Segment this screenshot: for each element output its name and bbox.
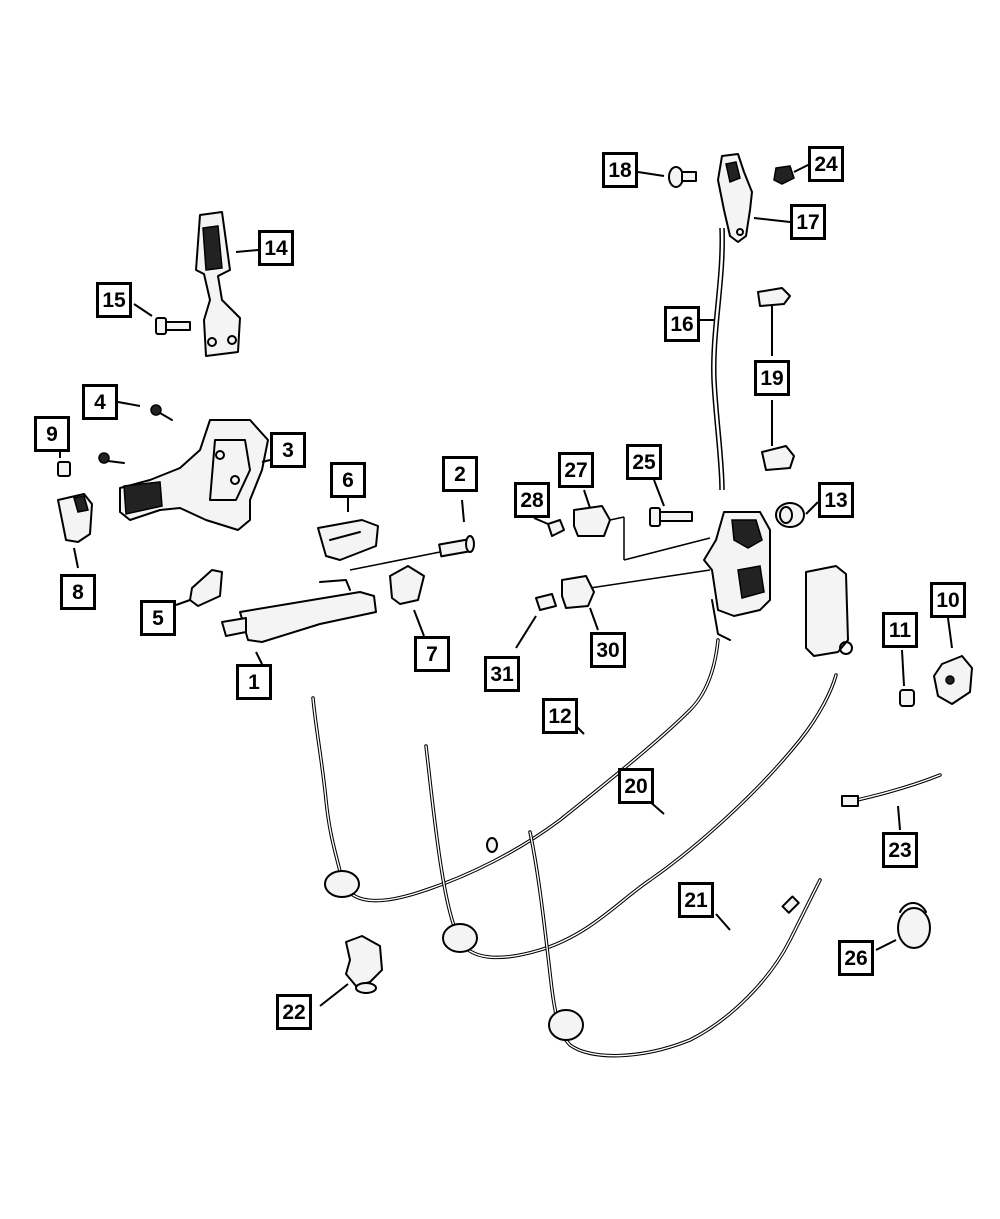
part-13-grommet xyxy=(775,502,805,528)
part-9-clip xyxy=(57,461,71,477)
callout-31: 31 xyxy=(484,656,520,692)
part-19-clip-top xyxy=(757,287,791,307)
part-18-bolt xyxy=(668,166,697,188)
callout-17: 17 xyxy=(790,204,826,240)
callout-20: 20 xyxy=(618,768,654,804)
callout-12: 12 xyxy=(542,698,578,734)
part-5-gasket xyxy=(189,569,223,607)
callout-6: 6 xyxy=(330,462,366,498)
part-10-striker xyxy=(933,655,973,705)
part-2-pin xyxy=(349,535,475,571)
callout-28: 28 xyxy=(514,482,550,518)
cable-21 xyxy=(528,830,822,1058)
callout-19: 19 xyxy=(754,360,790,396)
cable-12 xyxy=(311,638,720,903)
callout-30: 30 xyxy=(590,632,626,668)
part-7-end-cap xyxy=(389,565,425,605)
callout-15: 15 xyxy=(96,282,132,318)
part-6-cover xyxy=(317,519,379,561)
part-15-bolt xyxy=(155,317,191,335)
callout-16: 16 xyxy=(664,306,700,342)
callout-24: 24 xyxy=(808,146,844,182)
callout-23: 23 xyxy=(882,832,918,868)
callout-27: 27 xyxy=(558,452,594,488)
callout-11: 11 xyxy=(882,612,918,648)
part-3-handle-carrier xyxy=(119,419,269,531)
callout-14: 14 xyxy=(258,230,294,266)
latch-assembly xyxy=(703,511,771,641)
switch-module xyxy=(805,565,853,657)
callout-5: 5 xyxy=(140,600,176,636)
part-19-clip-bottom xyxy=(761,445,795,471)
callout-18: 18 xyxy=(602,152,638,188)
rod-16 xyxy=(711,227,725,491)
callout-22: 22 xyxy=(276,994,312,1030)
part-11-screw xyxy=(899,689,915,707)
part-22-clip xyxy=(345,935,383,994)
callout-1: 1 xyxy=(236,664,272,700)
rods-27-30 xyxy=(589,517,711,589)
callout-13: 13 xyxy=(818,482,854,518)
leader-lines xyxy=(59,163,953,1007)
callout-26: 26 xyxy=(838,940,874,976)
part-30-clip xyxy=(561,575,595,609)
part-31-grommet xyxy=(535,593,557,611)
part-1-exterior-handle xyxy=(221,579,377,643)
part-28-grommet xyxy=(547,519,565,537)
part-4-screw xyxy=(98,404,173,464)
part-25-bolt xyxy=(649,507,693,527)
part-27-clip xyxy=(573,505,625,537)
callout-9: 9 xyxy=(34,416,70,452)
callout-7: 7 xyxy=(414,636,450,672)
part-8-cap xyxy=(57,493,93,543)
callout-2: 2 xyxy=(442,456,478,492)
callout-21: 21 xyxy=(678,882,714,918)
cable-20 xyxy=(424,673,838,960)
callout-3: 3 xyxy=(270,432,306,468)
part-24-bolt xyxy=(773,165,795,185)
part-14-bracket xyxy=(195,211,241,357)
part-17-actuator xyxy=(717,153,753,243)
callout-10: 10 xyxy=(930,582,966,618)
callout-4: 4 xyxy=(82,384,118,420)
callout-8: 8 xyxy=(60,574,96,610)
callout-25: 25 xyxy=(626,444,662,480)
part-26-plug xyxy=(897,902,931,949)
cable-23 xyxy=(841,773,942,807)
